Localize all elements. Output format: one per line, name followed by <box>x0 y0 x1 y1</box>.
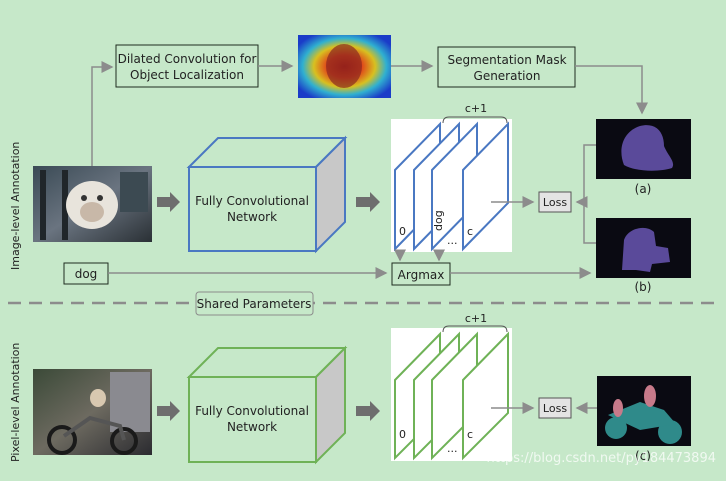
channel-0-top: 0 <box>399 225 406 238</box>
caption-c: (c) <box>635 449 651 463</box>
argmax-box: Argmax <box>391 262 451 286</box>
mask-feedback-bracket <box>583 144 596 244</box>
caption-a: (a) <box>635 182 652 196</box>
channel-dog-top: dog <box>432 210 445 231</box>
channel-bracket-top: c+1 <box>465 102 487 115</box>
loss-box-top: Loss <box>538 191 572 213</box>
loss-box-bottom: Loss <box>538 397 572 419</box>
channel-c-bottom: c <box>467 428 473 441</box>
fcn-cube-top: Fully Convolutional Network <box>186 135 348 254</box>
side-label-image-level: Image-level Annotation <box>9 142 22 270</box>
mask-image-b <box>596 218 691 278</box>
loss-label-top: Loss <box>543 196 567 209</box>
block-arrow-fcn-to-maps-top <box>356 192 380 212</box>
channel-bracket-bottom: c+1 <box>465 312 487 325</box>
seg-label-line2: Generation <box>474 69 541 83</box>
channel-0-bottom: 0 <box>399 428 406 441</box>
seg-label-line1: Segmentation Mask <box>447 53 566 67</box>
fcn-cube-bottom: Fully Convolutional Network <box>186 345 348 465</box>
fcn-bottom-label-line2: Network <box>227 420 277 434</box>
argmax-label: Argmax <box>398 268 445 282</box>
input-dog-image <box>33 166 152 242</box>
feature-maps-bottom: c+1 0 ... c <box>391 312 512 461</box>
block-arrow-image-to-fcn-top <box>157 192 180 212</box>
mask-image-c <box>597 376 691 446</box>
feature-maps-top: c+1 0 dog ... c <box>391 102 512 252</box>
fcn-top-label-line2: Network <box>227 210 277 224</box>
block-arrow-fcn-to-maps-bottom <box>356 401 380 421</box>
dilated-label-line2: Object Localization <box>130 68 244 82</box>
channel-dots-bottom: ... <box>447 442 458 455</box>
dog-input-label: dog <box>75 267 98 281</box>
mask-image-a <box>596 119 691 179</box>
block-arrow-image-to-fcn-bottom <box>157 401 180 421</box>
dilated-convolution-box: Dilated Convolution for Object Localizat… <box>115 44 259 88</box>
channel-dots-top: ... <box>447 234 458 247</box>
dog-class-input-box: dog <box>63 262 109 285</box>
localization-heatmap-image <box>298 35 391 98</box>
caption-b: (b) <box>635 280 652 294</box>
side-label-pixel-level: Pixel-level Annotation <box>9 343 22 462</box>
fcn-bottom-label-line1: Fully Convolutional <box>195 404 309 418</box>
fcn-top-label-line1: Fully Convolutional <box>195 194 309 208</box>
dilated-label-line1: Dilated Convolution for <box>118 52 257 66</box>
channel-c-top: c <box>467 225 473 238</box>
watermark: https://blog.csdn.net/py184473894 <box>487 451 716 466</box>
arrow-image-to-dilated <box>91 61 114 166</box>
input-motorcycle-image <box>33 369 152 455</box>
loss-label-bottom: Loss <box>543 402 567 415</box>
shared-parameters-box: Shared Parameters <box>195 291 314 316</box>
arrow-seg-to-mask-a <box>575 65 648 115</box>
shared-parameters-label: Shared Parameters <box>197 297 312 311</box>
segmentation-mask-generation-box: Segmentation Mask Generation <box>437 46 576 88</box>
